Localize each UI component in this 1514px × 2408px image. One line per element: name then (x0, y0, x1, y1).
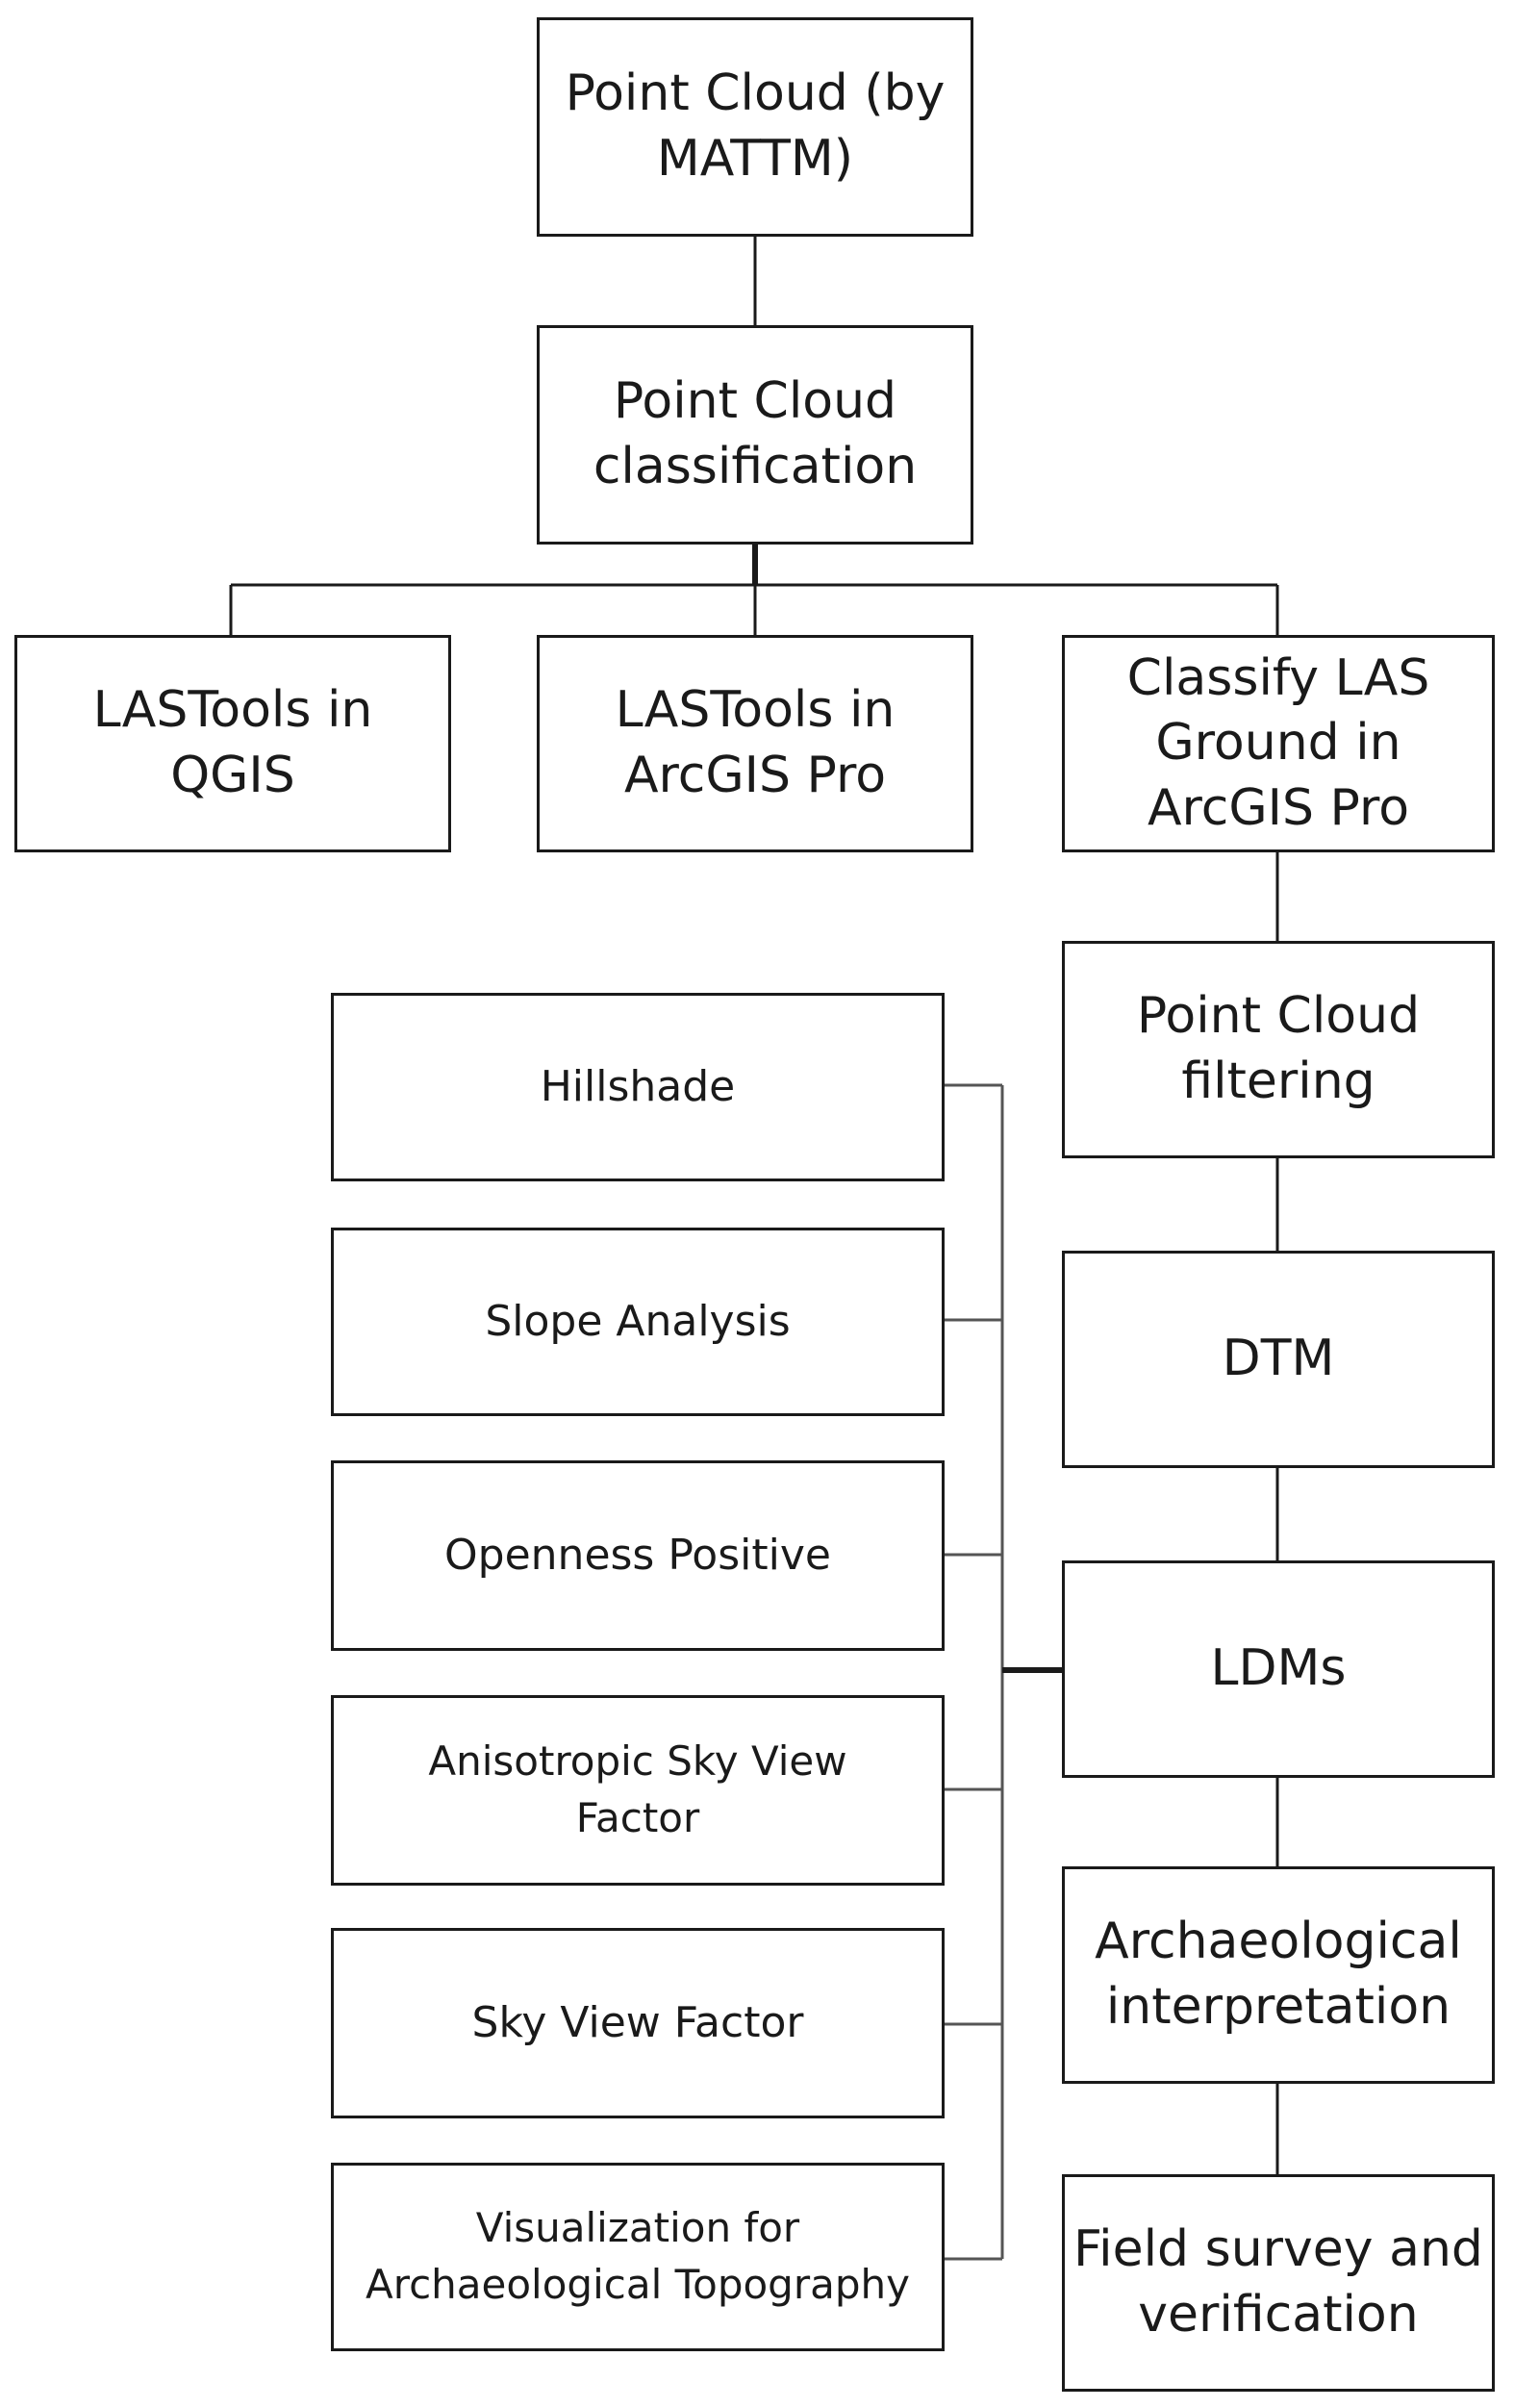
node-label: Archaeological interpretation (1095, 1913, 1462, 2036)
viz-visualization-archaeological-topography: Visualization for Archaeological Topogra… (331, 2163, 945, 2351)
viz-label: Slope Analysis (485, 1297, 791, 1347)
node-label: LASTools in ArcGIS Pro (615, 681, 896, 804)
viz-label: Hillshade (540, 1062, 736, 1112)
viz-hillshade: Hillshade (331, 993, 945, 1181)
node-point-cloud-classification: Point Cloud classification (537, 325, 973, 545)
node-lastools-qgis: LASTools in QGIS (14, 635, 451, 852)
viz-anisotropic-sky-view-factor: Anisotropic Sky View Factor (331, 1695, 945, 1886)
viz-label: Visualization for Archaeological Topogra… (366, 2204, 910, 2308)
viz-sky-view-factor: Sky View Factor (331, 1928, 945, 2118)
viz-label: Anisotropic Sky View Factor (428, 1737, 847, 1841)
viz-openness-positive: Openness Positive (331, 1460, 945, 1651)
node-label: Point Cloud (by MATTM) (565, 64, 946, 188)
viz-label: Openness Positive (444, 1531, 831, 1581)
node-point-cloud-filtering: Point Cloud filtering (1062, 941, 1495, 1158)
node-archaeological-interpretation: Archaeological interpretation (1062, 1866, 1495, 2084)
viz-label: Sky View Factor (471, 1998, 804, 2048)
node-dtm: DTM (1062, 1251, 1495, 1468)
node-label: Point Cloud filtering (1136, 987, 1421, 1110)
node-label: LDMs (1210, 1639, 1347, 1698)
node-label: Classify LAS Ground in ArcGIS Pro (1126, 648, 1430, 837)
viz-slope-analysis: Slope Analysis (331, 1228, 945, 1416)
node-ldms: LDMs (1062, 1560, 1495, 1778)
node-label: LASTools in QGIS (92, 681, 373, 804)
node-lastools-arcgis: LASTools in ArcGIS Pro (537, 635, 973, 852)
node-label: DTM (1222, 1330, 1335, 1388)
node-label: Point Cloud classification (593, 372, 918, 495)
node-classify-las-ground: Classify LAS Ground in ArcGIS Pro (1062, 635, 1495, 852)
node-field-survey: Field survey and verification (1062, 2174, 1495, 2392)
node-label: Field survey and verification (1073, 2220, 1483, 2344)
node-point-cloud-source: Point Cloud (by MATTM) (537, 17, 973, 237)
